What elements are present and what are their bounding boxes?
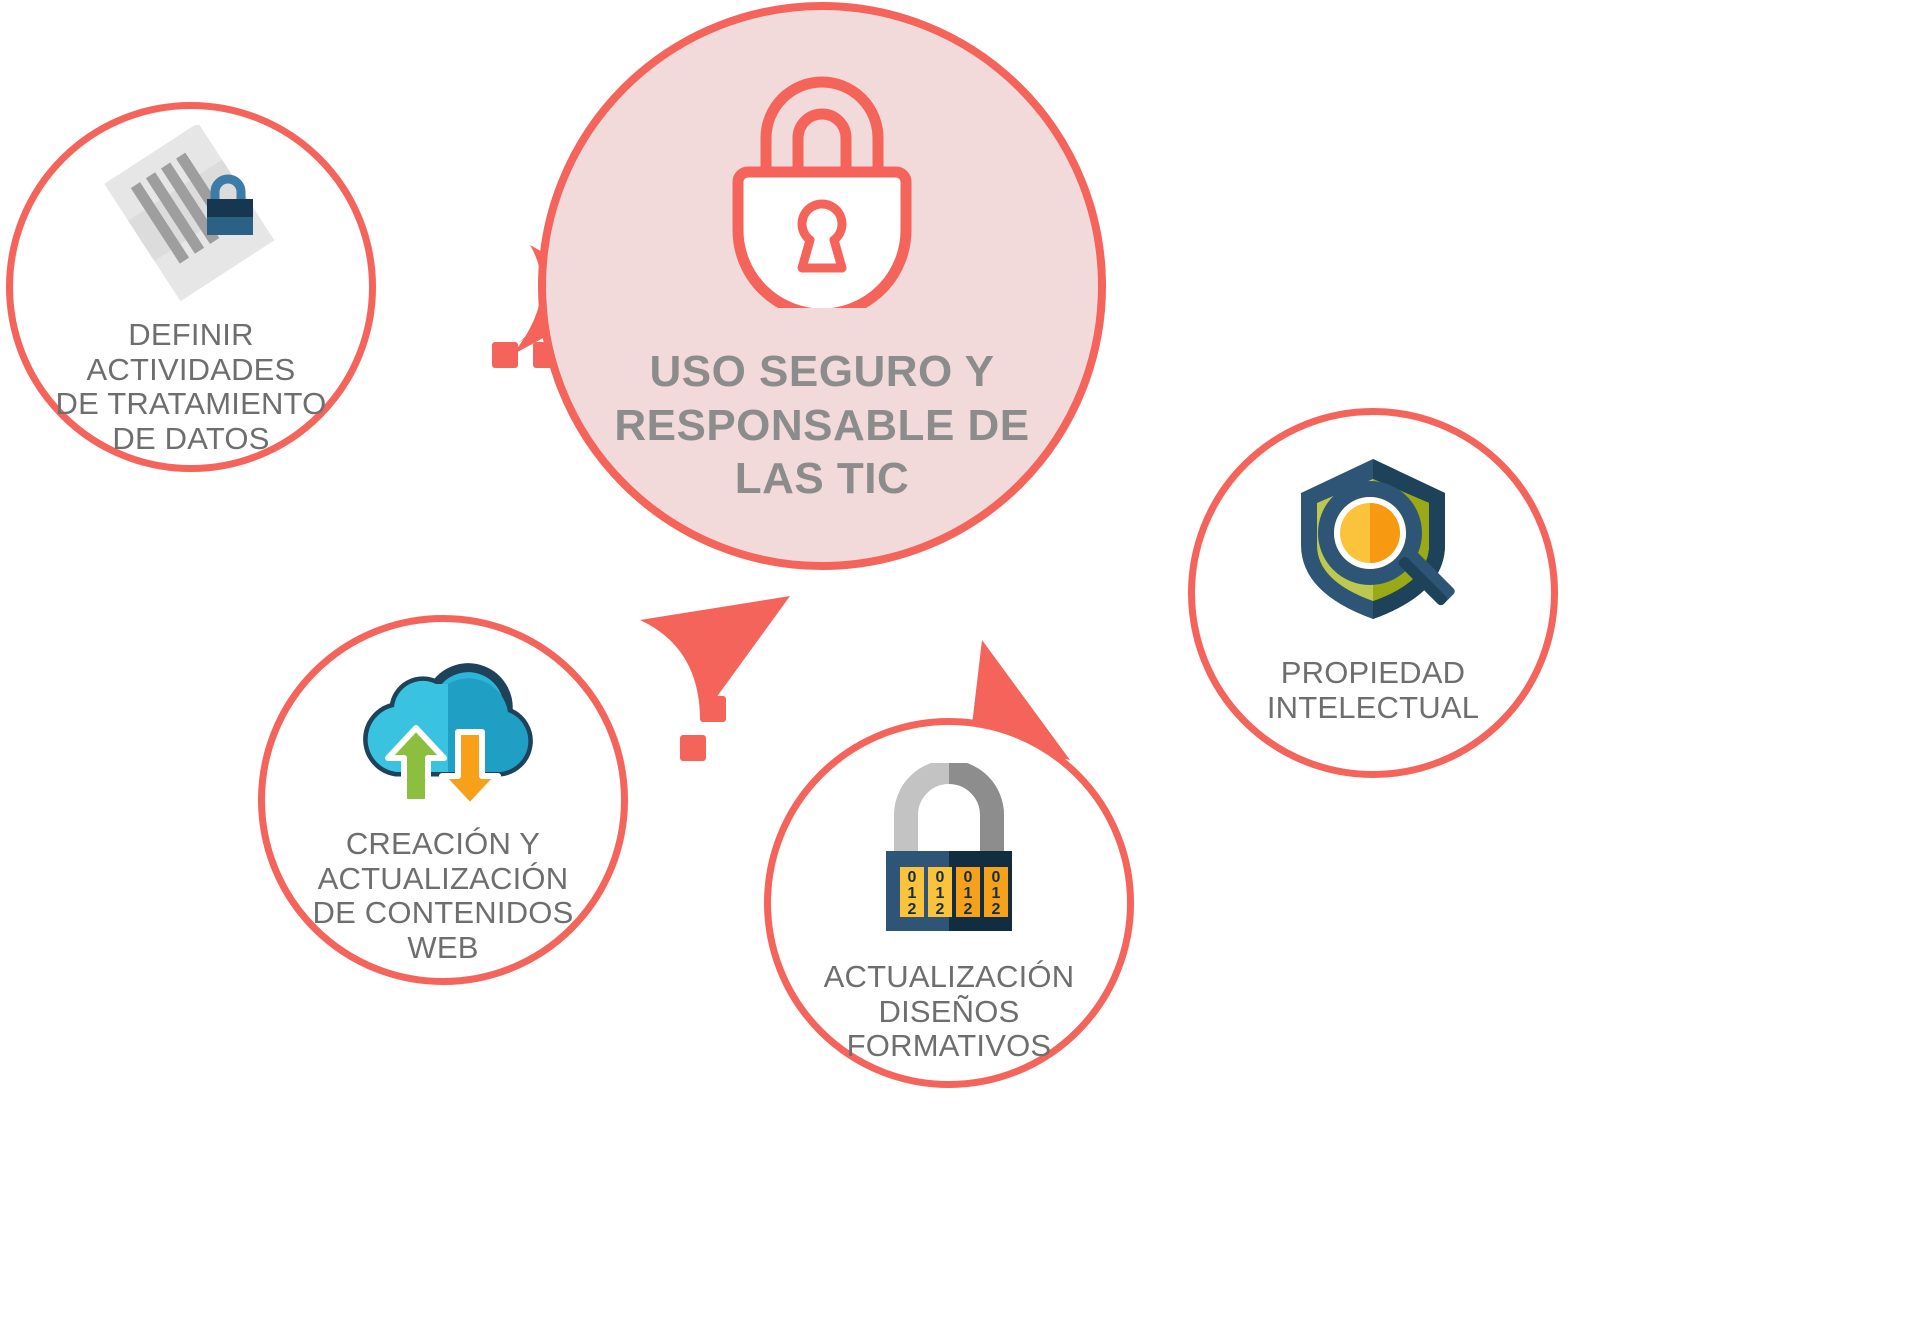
connector-dash-creacion-2 [680, 735, 706, 761]
svg-text:0: 0 [908, 869, 917, 886]
document-lock-icon [101, 122, 281, 310]
svg-text:1: 1 [964, 885, 973, 902]
cloud-sync-icon [348, 654, 538, 809]
node-definir-label: DEFINIR ACTIVIDADES DE TRATAMIENTO DE DA… [55, 317, 327, 457]
connector-dash-definir-2 [492, 342, 518, 368]
node-propiedad-label: PROPIEDAD INTELECTUAL [1266, 655, 1480, 725]
node-creacion-label: CREACIÓN Y ACTUALIZACIÓN DE CONTENIDOS W… [312, 826, 574, 966]
shield-magnifier-icon [1285, 453, 1461, 630]
node-disenos-label: ACTUALIZACIÓN DISEÑOS FORMATIVOS [823, 959, 1075, 1064]
node-propiedad-intelectual[interactable]: PROPIEDAD INTELECTUAL [1188, 408, 1558, 778]
svg-text:2: 2 [992, 901, 1001, 918]
center-node-label: USO SEGURO Y RESPONSABLE DE LAS TIC [614, 347, 1030, 504]
node-creacion-contenidos[interactable]: CREACIÓN Y ACTUALIZACIÓN DE CONTENIDOS W… [258, 615, 628, 985]
center-node[interactable]: USO SEGURO Y RESPONSABLE DE LAS TIC [538, 2, 1106, 570]
node-definir-actividades[interactable]: DEFINIR ACTIVIDADES DE TRATAMIENTO DE DA… [6, 102, 376, 472]
svg-text:1: 1 [936, 885, 945, 902]
connector-wedge-creacion [640, 596, 790, 720]
svg-text:2: 2 [936, 901, 945, 918]
svg-text:0: 0 [936, 869, 945, 886]
svg-text:1: 1 [908, 885, 917, 902]
svg-text:2: 2 [964, 901, 973, 918]
svg-text:0: 0 [964, 869, 973, 886]
svg-text:0: 0 [992, 869, 1001, 886]
svg-text:2: 2 [908, 901, 917, 918]
svg-text:1: 1 [992, 885, 1001, 902]
padlock-icon [724, 72, 920, 320]
connector-dash-creacion-1 [700, 696, 726, 722]
